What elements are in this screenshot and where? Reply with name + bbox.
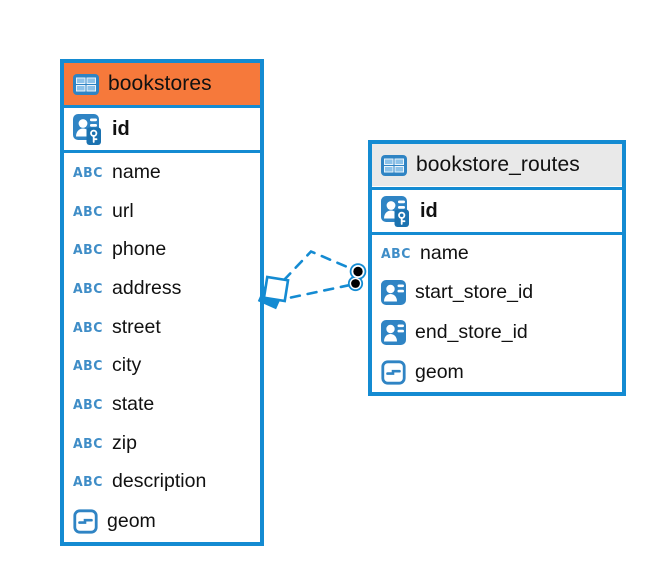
divider xyxy=(64,105,260,108)
divider xyxy=(372,187,622,190)
column-row-zip[interactable]: ABC zip xyxy=(64,424,260,463)
column-name: id xyxy=(112,117,130,140)
column-name: city xyxy=(112,354,142,377)
text-type-icon: ABC xyxy=(73,164,103,181)
column-name: geom xyxy=(107,510,156,533)
divider xyxy=(64,150,260,153)
text-type-icon: ABC xyxy=(73,319,103,336)
column-name: street xyxy=(112,315,161,338)
column-row-city[interactable]: ABC city xyxy=(64,347,260,386)
column-row-street[interactable]: ABC street xyxy=(64,308,260,347)
column-name: name xyxy=(420,242,469,265)
text-type-icon: ABC xyxy=(73,280,103,297)
column-name: state xyxy=(112,393,155,416)
column-name: geom xyxy=(415,360,464,383)
reference-type-icon xyxy=(381,319,406,345)
column-name: start_store_id xyxy=(415,281,534,304)
text-type-icon: ABC xyxy=(73,396,103,413)
column-row-name[interactable]: ABC name xyxy=(64,153,260,192)
column-list: ABC name start_store_id xyxy=(372,235,622,392)
column-row-name[interactable]: ABC name xyxy=(372,235,622,273)
table-bookstore-routes-header[interactable]: bookstore_routes xyxy=(372,144,622,187)
column-name: description xyxy=(112,470,207,493)
primary-key-icon xyxy=(381,195,411,227)
column-name: zip xyxy=(112,431,137,454)
relationship-line[interactable] xyxy=(282,249,354,299)
column-list: ABC name ABC url ABC phone ABC address A… xyxy=(64,153,260,542)
table-icon xyxy=(73,73,99,95)
column-name: address xyxy=(112,276,182,299)
text-type-icon: ABC xyxy=(73,241,103,258)
text-type-icon: ABC xyxy=(73,357,103,374)
column-row-state[interactable]: ABC state xyxy=(64,385,260,424)
column-row-phone[interactable]: ABC phone xyxy=(64,230,260,269)
column-row-id[interactable]: id xyxy=(64,108,260,150)
column-row-geom[interactable]: geom xyxy=(372,352,622,392)
column-row-geom[interactable]: geom xyxy=(64,501,260,542)
column-row-end-store-id[interactable]: end_store_id xyxy=(372,313,622,353)
table-title: bookstore_routes xyxy=(416,153,580,176)
geometry-type-icon xyxy=(73,509,98,534)
column-row-description[interactable]: ABC description xyxy=(64,463,260,502)
table-icon xyxy=(381,154,407,176)
column-name: name xyxy=(112,160,161,183)
column-name: end_store_id xyxy=(415,320,528,343)
text-type-icon: ABC xyxy=(73,435,103,452)
text-type-icon: ABC xyxy=(73,474,103,490)
geometry-type-icon xyxy=(381,360,406,385)
column-row-address[interactable]: ABC address xyxy=(64,269,260,308)
column-row-start-store-id[interactable]: start_store_id xyxy=(372,273,622,313)
relationship-target-marker-dots[interactable] xyxy=(347,263,367,292)
table-title: bookstores xyxy=(108,72,212,95)
primary-key-icon xyxy=(73,113,103,145)
table-bookstores[interactable]: bookstores id ABC n xyxy=(60,59,264,546)
column-row-id[interactable]: id xyxy=(372,190,622,232)
column-row-url[interactable]: ABC url xyxy=(64,192,260,231)
text-type-icon: ABC xyxy=(73,203,103,219)
table-bookstore-routes[interactable]: bookstore_routes id ABC xyxy=(368,140,626,396)
text-type-icon: ABC xyxy=(381,246,411,262)
column-name: phone xyxy=(112,238,167,261)
column-name: url xyxy=(112,199,134,222)
column-name: id xyxy=(420,199,438,222)
reference-type-icon xyxy=(381,280,406,306)
table-bookstores-header[interactable]: bookstores xyxy=(64,63,260,105)
divider xyxy=(372,232,622,235)
